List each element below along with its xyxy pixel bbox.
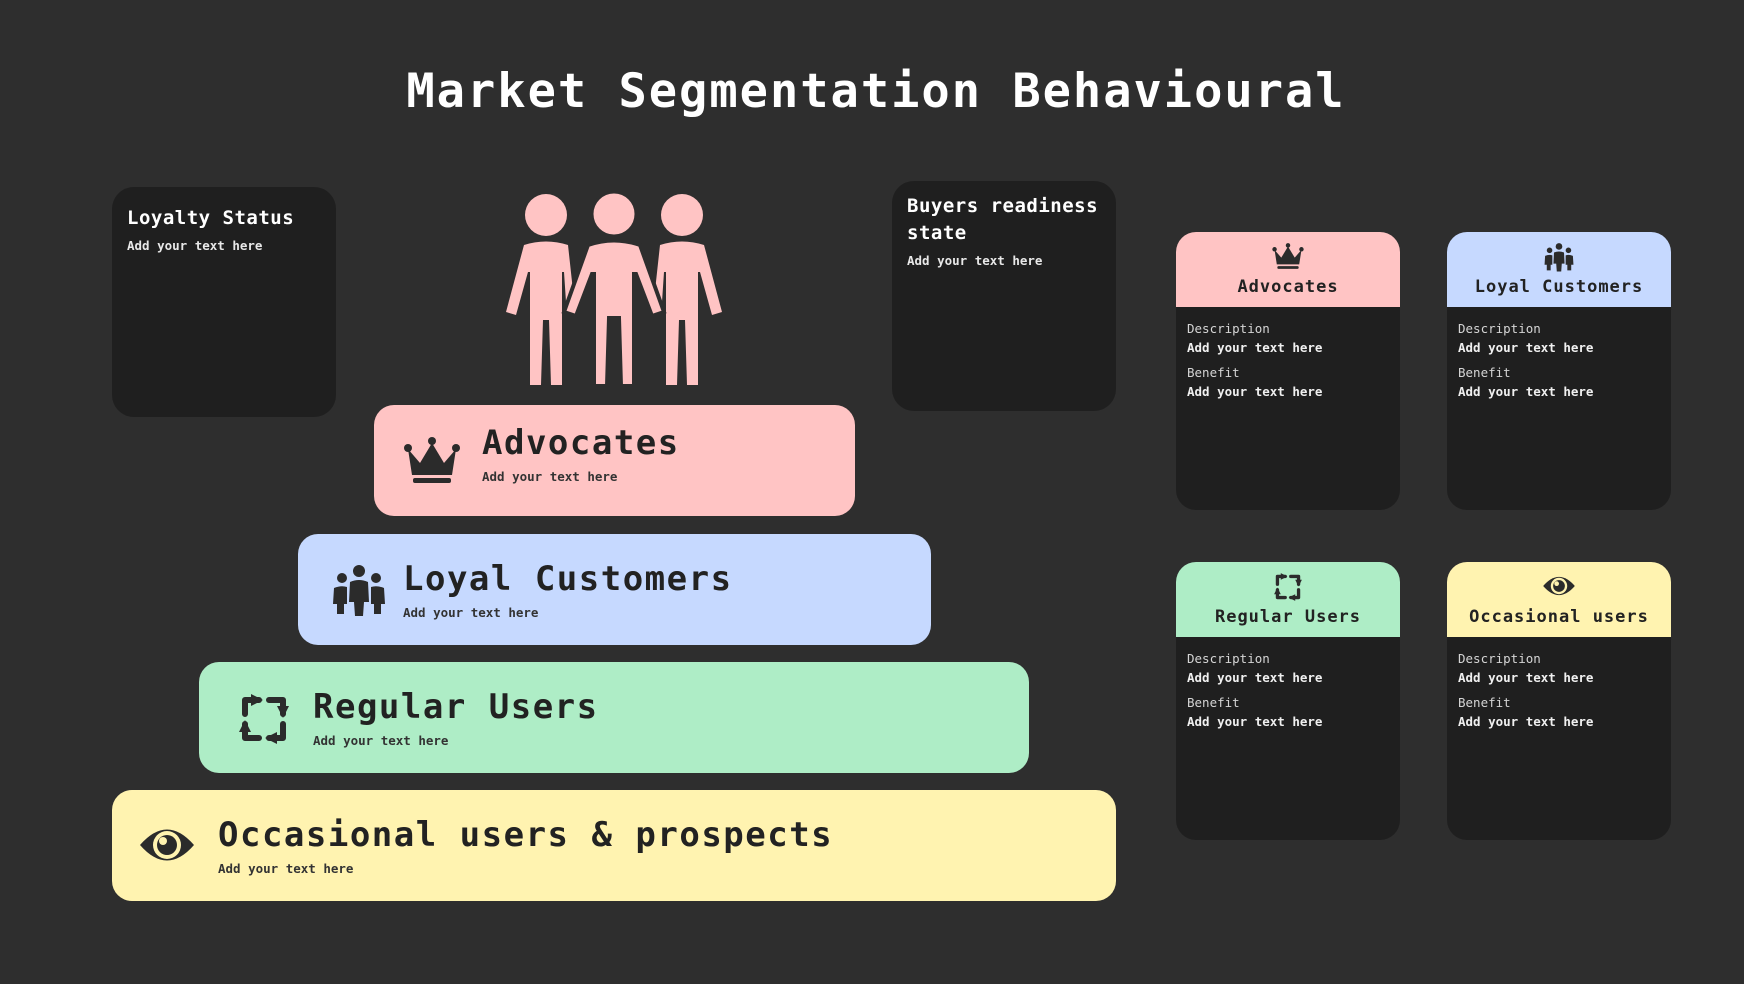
pyramid-label-advocates: Advocates (482, 423, 680, 463)
refresh-icon (1274, 573, 1302, 601)
group-icon (333, 565, 385, 616)
pyramid-sub-regular-users: Add your text here (313, 733, 449, 748)
buyers-readiness-text: Add your text here (907, 253, 1043, 268)
benefit-label: Benefit (1458, 695, 1511, 710)
crown-icon (404, 437, 460, 483)
benefit-value: Add your text here (1458, 384, 1594, 399)
pyramid-sub-loyal-customers: Add your text here (403, 605, 539, 620)
segment-card-advocates: Advocates Description Add your text here… (1176, 232, 1400, 510)
segment-card-header: Occasional users (1447, 562, 1671, 637)
segment-card-regular-users: Regular Users Description Add your text … (1176, 562, 1400, 840)
description-label: Description (1187, 651, 1270, 666)
crown-icon (1272, 243, 1304, 269)
loyalty-status-card: Loyalty Status Add your text here (112, 187, 336, 417)
description-label: Description (1187, 321, 1270, 336)
segment-card-title: Regular Users (1214, 607, 1362, 627)
benefit-value: Add your text here (1187, 384, 1323, 399)
pyramid-sub-advocates: Add your text here (482, 469, 618, 484)
benefit-label: Benefit (1187, 695, 1240, 710)
segment-card-title: Occasional users (1469, 607, 1649, 627)
buyers-readiness-card: Buyers readiness state Add your text her… (892, 181, 1116, 411)
description-label: Description (1458, 651, 1541, 666)
group-icon (1544, 243, 1574, 272)
description-value: Add your text here (1187, 670, 1323, 685)
segment-card-header: Loyal Customers (1447, 232, 1671, 307)
pyramid-bar-loyal-customers: Loyal Customers Add your text here (298, 534, 931, 645)
page-title: Market Segmentation Behavioural (406, 64, 1346, 119)
segment-card-title: Loyal Customers (1474, 277, 1644, 297)
people-group-icon (506, 190, 722, 388)
pyramid-bar-occasional-users: Occasional users & prospects Add your te… (112, 790, 1116, 901)
buyers-readiness-heading: Buyers readiness state (907, 195, 1099, 244)
loyalty-status-heading: Loyalty Status (127, 207, 295, 229)
segment-card-occasional-users: Occasional users Description Add your te… (1447, 562, 1671, 840)
description-value: Add your text here (1458, 670, 1594, 685)
pyramid-label-loyal-customers: Loyal Customers (403, 559, 733, 599)
benefit-value: Add your text here (1187, 714, 1323, 729)
description-label: Description (1458, 321, 1541, 336)
pyramid-label-occasional-users: Occasional users & prospects (218, 815, 834, 855)
segment-card-header: Regular Users (1176, 562, 1400, 637)
eye-icon (1543, 576, 1575, 596)
loyalty-status-text: Add your text here (127, 238, 263, 253)
segment-card-loyal-customers: Loyal Customers Description Add your tex… (1447, 232, 1671, 510)
pyramid-sub-occasional-users: Add your text here (218, 861, 354, 876)
segment-card-title: Advocates (1237, 277, 1339, 297)
description-value: Add your text here (1187, 340, 1323, 355)
benefit-label: Benefit (1187, 365, 1240, 380)
pyramid-bar-advocates: Advocates Add your text here (374, 405, 855, 516)
pyramid-bar-regular-users: Regular Users Add your text here (199, 662, 1029, 773)
eye-icon (140, 829, 194, 861)
description-value: Add your text here (1458, 340, 1594, 355)
benefit-label: Benefit (1458, 365, 1511, 380)
refresh-icon (239, 694, 289, 744)
benefit-value: Add your text here (1458, 714, 1594, 729)
pyramid-label-regular-users: Regular Users (313, 687, 599, 727)
segment-card-header: Advocates (1176, 232, 1400, 307)
